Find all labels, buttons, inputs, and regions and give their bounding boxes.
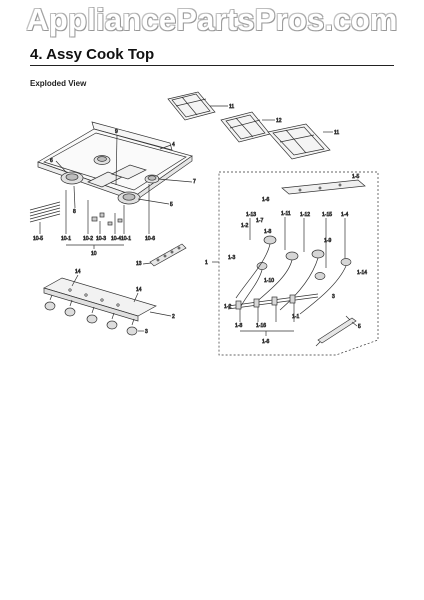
- callout-10-1-right: 10-1: [121, 236, 131, 242]
- callout-10-1-left: 10-1: [61, 236, 71, 242]
- callout-1-4: 1-4: [341, 212, 348, 218]
- control-knobs: [44, 301, 138, 336]
- callout-10: 10: [91, 251, 97, 257]
- callout-9: 9: [115, 129, 118, 135]
- callout-11-left: 11: [229, 104, 234, 110]
- control-panel: [43, 277, 157, 322]
- callout-1-8: 1-8: [264, 229, 271, 235]
- callout-3-manifold: 3: [332, 294, 335, 300]
- callout-1-2-lower: 1-2: [224, 304, 231, 310]
- callout-1-3: 1-3: [228, 255, 235, 261]
- rear-shield-5: [315, 315, 357, 347]
- screw-strip: [29, 201, 61, 223]
- manifold-valves-row: [235, 294, 296, 310]
- callout-1-6-top: 1-6: [262, 197, 269, 203]
- callout-12: 12: [276, 118, 282, 124]
- callout-1-10: 1-10: [264, 278, 274, 284]
- callout-6: 6: [50, 158, 53, 164]
- callout-1-11: 1-11: [281, 211, 291, 217]
- knob-stems: [49, 294, 135, 326]
- callout-10-5: 10-5: [33, 236, 43, 242]
- callout-10-6: 10-6: [145, 236, 155, 242]
- manifold-assembly-boundary: [218, 171, 379, 356]
- callout-4: 4: [172, 142, 175, 148]
- callout-10-2: 10-2: [83, 236, 93, 242]
- callout-1-15: 1-15: [322, 212, 332, 218]
- callout-1-7: 1-7: [256, 218, 263, 224]
- section-title: 4. Assy Cook Top: [30, 46, 155, 63]
- title-divider: [30, 65, 394, 66]
- callout-1-1: 1-1: [292, 314, 299, 320]
- exploded-view-label: Exploded View: [30, 79, 87, 88]
- callout-1-6: 1-6: [262, 339, 269, 345]
- callout-1-16: 1-16: [256, 323, 266, 329]
- callout-3: 3: [145, 329, 148, 335]
- grate-right: [267, 123, 331, 160]
- watermark-logo: AppliancePartsPros.com: [26, 2, 398, 37]
- callout-1-12: 1-12: [300, 212, 310, 218]
- callout-14-left: 14: [75, 269, 81, 275]
- callout-8: 8: [73, 209, 76, 215]
- callout-1-14: 1-14: [357, 270, 367, 276]
- callout-7: 7: [193, 179, 196, 185]
- callout-13: 13: [136, 261, 142, 267]
- bracket-13: [149, 243, 187, 267]
- callout-10-3: 10-3: [96, 236, 106, 242]
- burner-bracket: [281, 179, 366, 195]
- callout-10-4: 10-4: [111, 236, 121, 242]
- callout-5-lower: 5: [358, 324, 361, 330]
- callout-1-9: 1-9: [324, 238, 331, 244]
- callout-2: 2: [172, 314, 175, 320]
- spark-clips: [91, 212, 123, 226]
- callout-1-5: 1-5: [352, 174, 359, 180]
- grate-left: [167, 91, 216, 121]
- callout-1: 1: [205, 260, 208, 266]
- callout-1-8-lower: 1-8: [235, 323, 242, 329]
- callout-5: 5: [170, 202, 173, 208]
- callout-1-13: 1-13: [246, 212, 256, 218]
- callout-14-right: 14: [136, 287, 142, 293]
- callout-11-right: 11: [334, 130, 339, 136]
- grate-center: [220, 111, 271, 143]
- callout-1-2: 1-2: [241, 223, 248, 229]
